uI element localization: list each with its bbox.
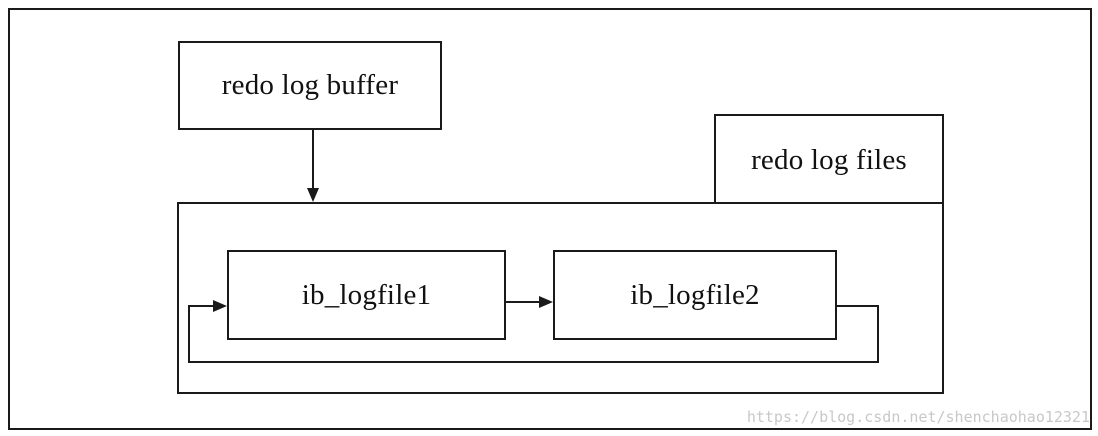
redo-log-buffer-box: redo log buffer <box>178 41 442 130</box>
ib-logfile2-box: ib_logfile2 <box>553 250 837 340</box>
redo-log-buffer-label: redo log buffer <box>221 69 399 101</box>
redo-log-files-tab: redo log files <box>714 114 944 206</box>
ib-logfile1-box: ib_logfile1 <box>227 250 506 340</box>
ib-logfile1-label: ib_logfile1 <box>301 278 432 311</box>
ib-logfile2-label: ib_logfile2 <box>630 278 760 311</box>
redo-log-files-label: redo log files <box>751 143 907 176</box>
watermark-url: https://blog.csdn.net/shenchaohao12321 <box>746 408 1090 426</box>
